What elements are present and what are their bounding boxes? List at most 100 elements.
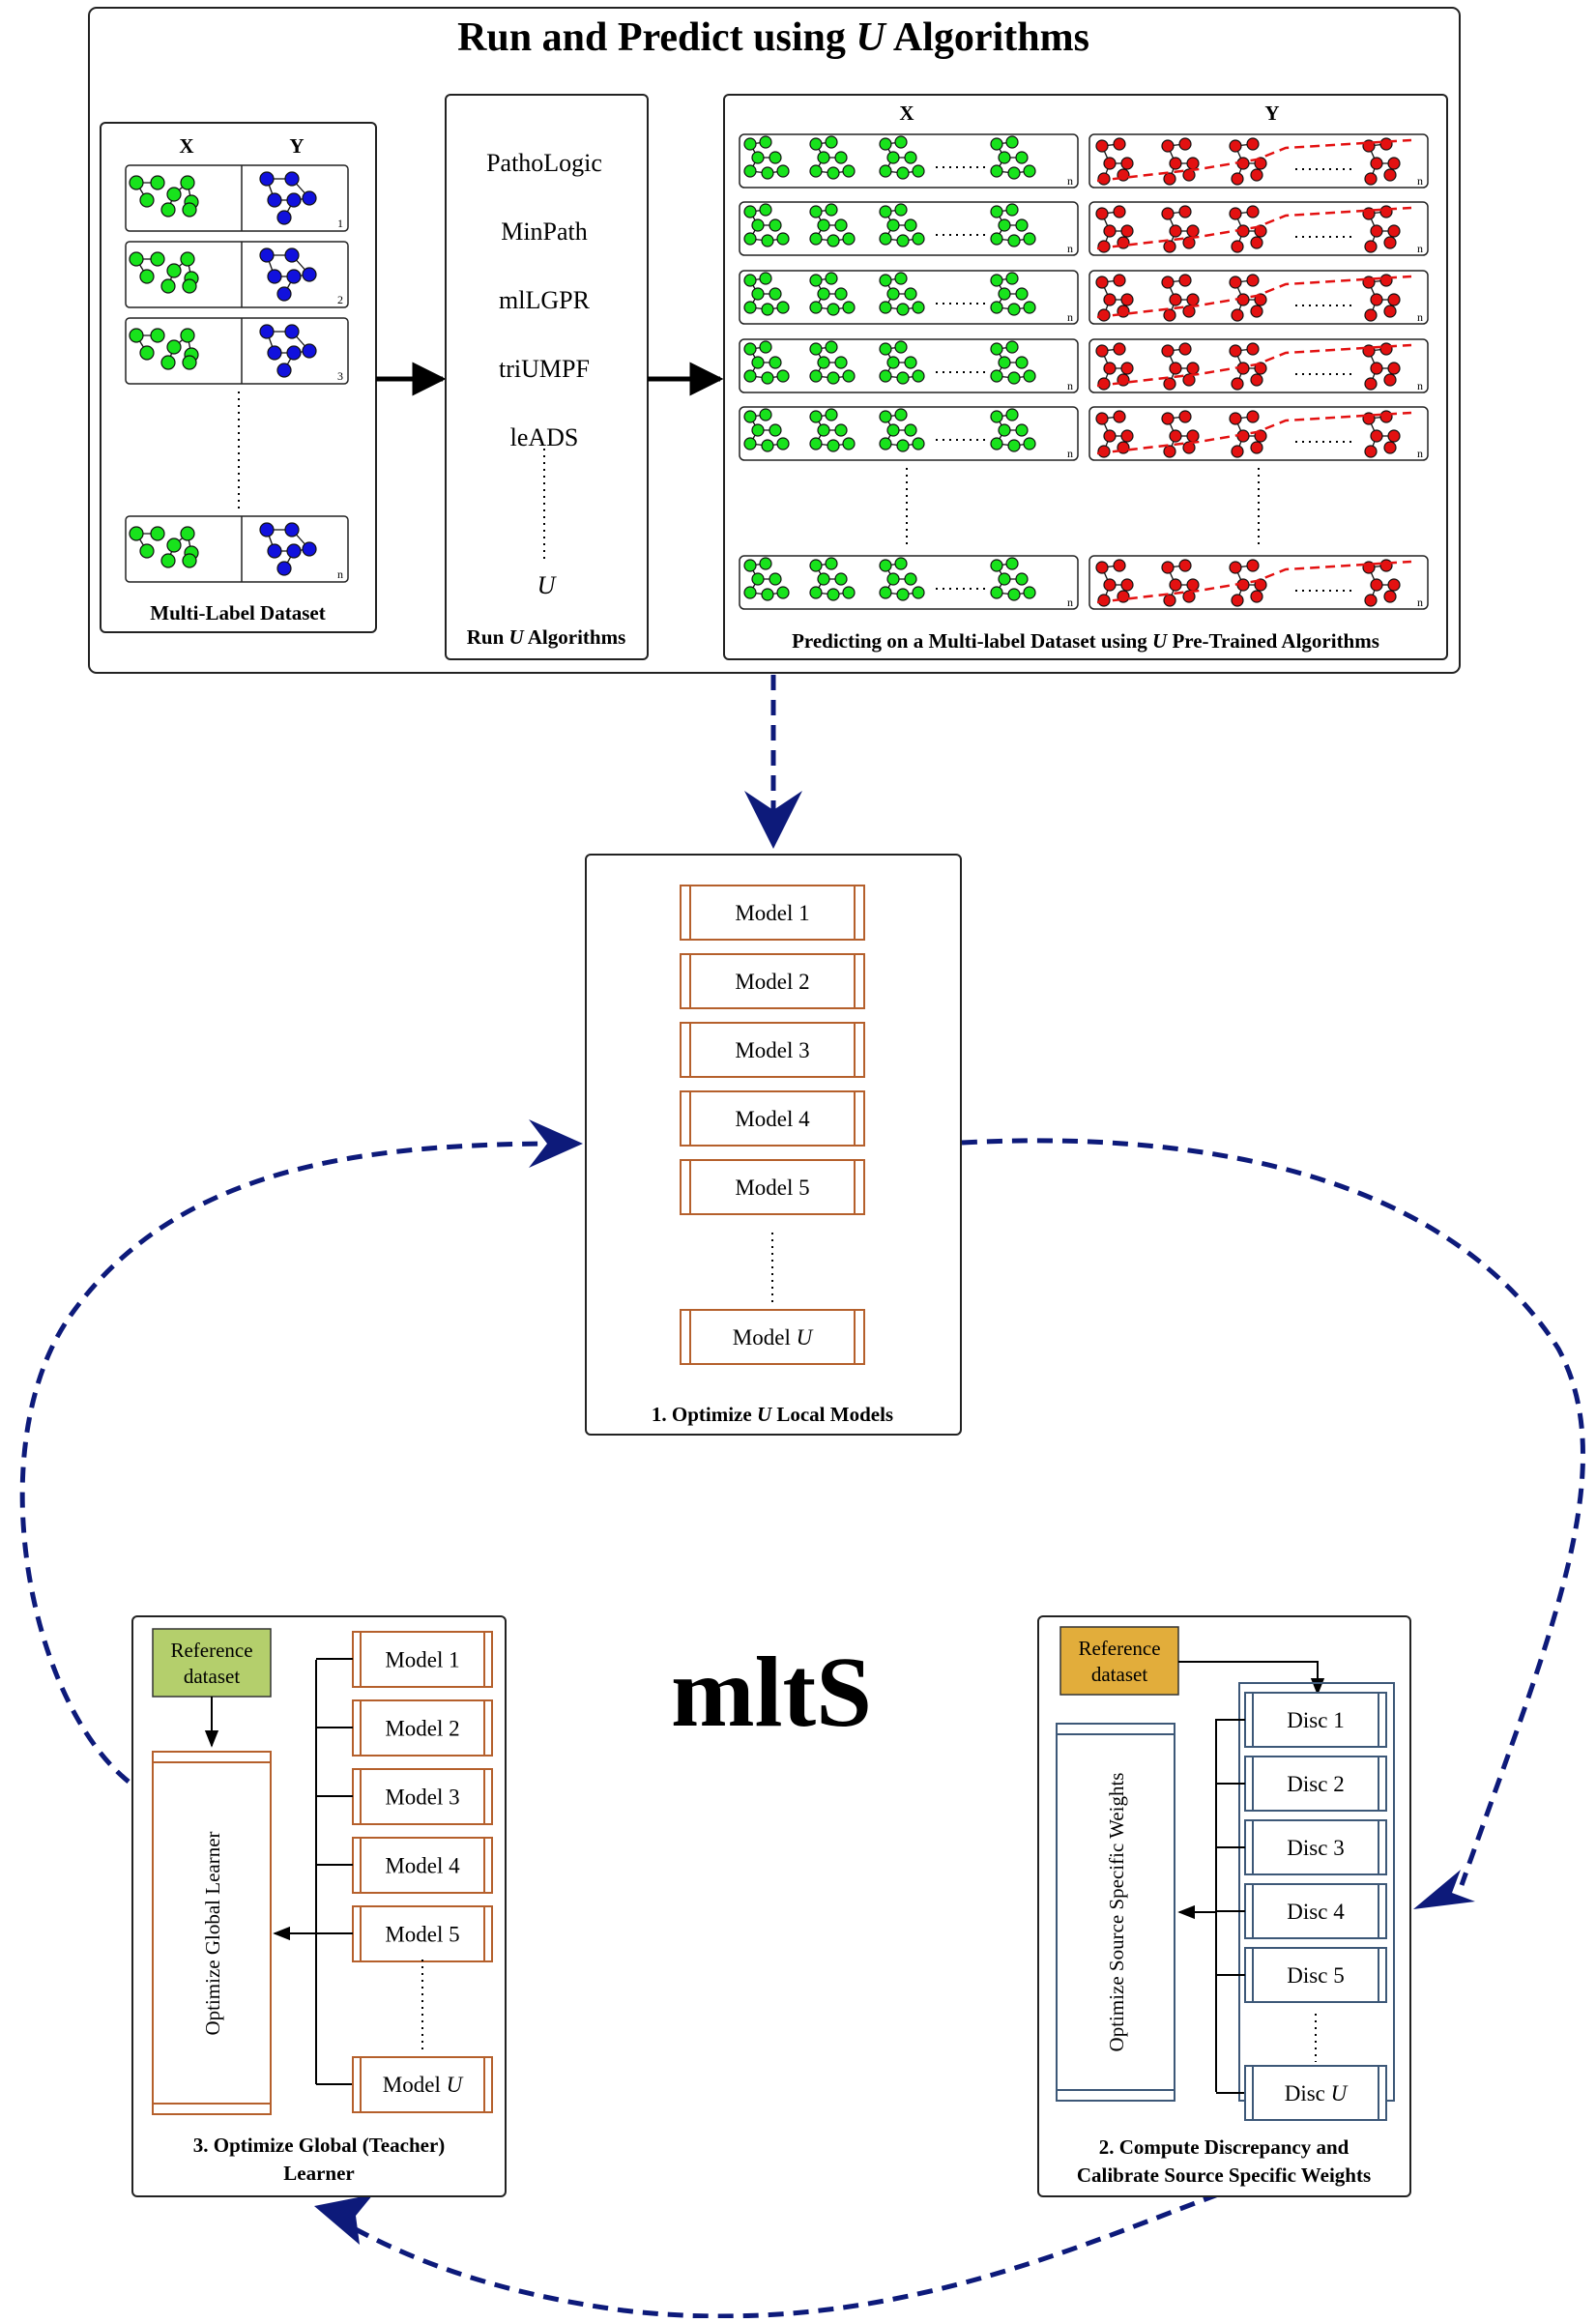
local-models-caption: 1. Optimize U Local Models: [652, 1403, 893, 1426]
graph-node: [834, 572, 848, 586]
graph-node: [276, 210, 292, 225]
predicted-x-graph: [990, 135, 1036, 180]
graph-node: [896, 588, 910, 601]
graph-node: [761, 234, 774, 247]
dataset-col-x: X: [179, 134, 193, 158]
graph-node: [1005, 340, 1019, 354]
graph-node: [150, 175, 165, 190]
graph-node: [1182, 441, 1196, 454]
graph-node: [896, 439, 910, 452]
graph-node: [1103, 578, 1117, 592]
graph-node: [284, 324, 300, 339]
graph-node: [1379, 205, 1393, 218]
graph-node: [743, 164, 757, 178]
predicted-y-graph: [1161, 410, 1200, 458]
graph-node: [1120, 362, 1134, 375]
dataset-y-graph: [259, 171, 317, 225]
graph-node: [129, 526, 144, 541]
graph-node: [834, 287, 848, 301]
graph-node: [1113, 274, 1126, 287]
graph-node: [809, 369, 823, 383]
predicted-y-graph: [1229, 559, 1267, 607]
graph-node: [1383, 373, 1397, 387]
graph-node: [1379, 342, 1393, 356]
global-learner-label: Optimize Global Learner: [201, 1831, 224, 2035]
graph-node: [302, 541, 317, 557]
graph-node: [809, 559, 823, 572]
graph-node: [761, 439, 774, 452]
graph-node: [743, 274, 757, 287]
graph-node: [1379, 137, 1393, 151]
global-caption-line1: 3. Optimize Global (Teacher): [193, 2134, 446, 2157]
graph-node: [1182, 236, 1196, 249]
graph-node: [1005, 135, 1019, 149]
predicted-y-graph: [1095, 274, 1134, 322]
graph-node: [894, 135, 908, 149]
graph-node: [129, 251, 144, 267]
graph-node: [286, 192, 302, 208]
disc-item-label: Disc 2: [1287, 1772, 1344, 1796]
local-model-label: Model 5: [735, 1176, 809, 1200]
graph-node: [1103, 157, 1117, 170]
graph-node: [879, 369, 892, 383]
graph-node: [827, 303, 840, 316]
local-model: Model 4: [680, 1090, 865, 1147]
graph-node: [1364, 172, 1378, 186]
graph-node: [743, 137, 757, 151]
graph-node: [1250, 168, 1263, 182]
graph-node: [1231, 308, 1244, 322]
graph-node: [912, 301, 925, 314]
graph-node: [259, 522, 275, 537]
graph-node: [1178, 205, 1192, 218]
graph-node: [1163, 377, 1176, 391]
graph-node: [1103, 224, 1117, 238]
graph-node: [825, 135, 838, 149]
graph-node: [1163, 308, 1176, 322]
graph-node: [1015, 572, 1029, 586]
graph-node: [1161, 207, 1175, 220]
graph-node: [267, 543, 282, 559]
graph-node: [1231, 594, 1244, 607]
graph-node: [1113, 559, 1126, 572]
dataset-row: 1: [125, 164, 349, 232]
graph-node: [1161, 139, 1175, 153]
predict-col-x: X: [899, 102, 914, 125]
graph-node: [1231, 377, 1244, 391]
local-model-label: Model 3: [735, 1038, 809, 1062]
discrepancy-panel: Reference dataset Optimize Source Specif…: [1037, 1615, 1411, 2197]
graph-node: [904, 423, 917, 437]
graph-node: [825, 272, 838, 285]
graph-node: [1007, 303, 1021, 316]
graph-node: [267, 345, 282, 361]
disc-u: Disc U: [1244, 2065, 1387, 2121]
graph-node: [166, 339, 182, 355]
graph-node: [1169, 362, 1182, 375]
graph-node: [1178, 274, 1192, 287]
graph-node: [139, 269, 155, 284]
graph-node: [166, 537, 182, 553]
graph-node: [743, 232, 757, 246]
graph-node: [1095, 276, 1109, 289]
graph-node: [886, 151, 900, 164]
graph-node: [827, 588, 840, 601]
graph-node: [1163, 594, 1176, 607]
graph-node: [1178, 410, 1192, 423]
graph-node: [809, 164, 823, 178]
graph-node: [1370, 224, 1383, 238]
graph-node: [751, 218, 765, 232]
graph-node: [276, 286, 292, 302]
graph-node: [759, 135, 772, 149]
graph-node: [886, 423, 900, 437]
prediction-row-marker-x: n: [1067, 379, 1073, 392]
graph-node: [1169, 293, 1182, 306]
graph-node: [139, 543, 155, 559]
local-model-label: Model 4: [735, 1107, 810, 1131]
graph-node: [1023, 586, 1036, 599]
graph-node: [825, 408, 838, 421]
graph-node: [817, 218, 830, 232]
graph-node: [150, 526, 165, 541]
